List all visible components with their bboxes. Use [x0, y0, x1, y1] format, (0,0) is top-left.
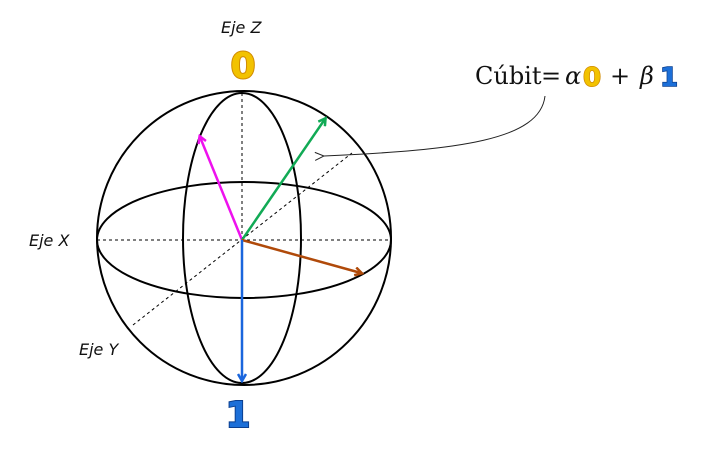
- magenta-vector: [200, 137, 244, 241]
- green-vector: [240, 119, 325, 241]
- z-axis-label: Eje Z: [221, 18, 262, 37]
- y-axis-label: Eje Y: [79, 340, 119, 359]
- formula-qubit-word: Cúbit: [475, 62, 542, 90]
- x-axis-label: Eje X: [29, 231, 70, 250]
- formula-plus: +: [610, 62, 630, 90]
- brown-vector: [241, 238, 361, 273]
- formula-one: 1: [660, 63, 678, 93]
- formula-zero: 0: [583, 63, 601, 93]
- qubit-formula: Cúbit = α 0 + β 1: [475, 62, 679, 94]
- state-zero-label: 0: [230, 46, 255, 87]
- state-one-label: 1: [225, 395, 250, 436]
- formula-alpha: α: [565, 62, 581, 90]
- pointer-arrow: [324, 95, 546, 156]
- formula-equals: =: [541, 62, 561, 90]
- formula-beta: β: [639, 62, 654, 90]
